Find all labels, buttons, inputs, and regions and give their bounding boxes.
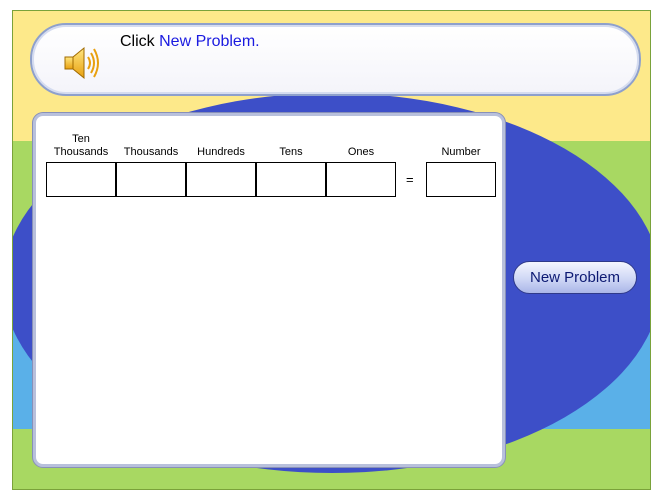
instruction-text: Click New Problem. bbox=[120, 33, 260, 51]
header-hundreds: Hundreds bbox=[197, 146, 245, 158]
cell-ten-thousands[interactable] bbox=[46, 162, 116, 197]
header-tens: Tens bbox=[279, 146, 303, 158]
equals-sign: = bbox=[406, 172, 414, 187]
instruction-new-problem-link: New Problem. bbox=[159, 33, 260, 50]
cell-tens[interactable] bbox=[256, 162, 326, 197]
app-frame: Click New Problem. Ten Thousands Thousan… bbox=[12, 10, 651, 490]
instruction-bar: Click New Problem. bbox=[30, 23, 641, 96]
header-ones: Ones bbox=[347, 146, 375, 158]
cell-number[interactable] bbox=[426, 162, 496, 197]
instruction-prefix: Click bbox=[120, 33, 160, 50]
header-ten-thousands: Ten Thousands bbox=[53, 133, 109, 158]
speaker-icon[interactable] bbox=[62, 43, 106, 83]
new-problem-button[interactable]: New Problem bbox=[513, 261, 637, 294]
cell-hundreds[interactable] bbox=[186, 162, 256, 197]
header-thousands: Thousands bbox=[123, 146, 179, 158]
cell-thousands[interactable] bbox=[116, 162, 186, 197]
cell-ones[interactable] bbox=[326, 162, 396, 197]
header-number: Number bbox=[441, 146, 481, 158]
work-panel: Ten Thousands Thousands Hundreds Tens On… bbox=[33, 113, 505, 467]
